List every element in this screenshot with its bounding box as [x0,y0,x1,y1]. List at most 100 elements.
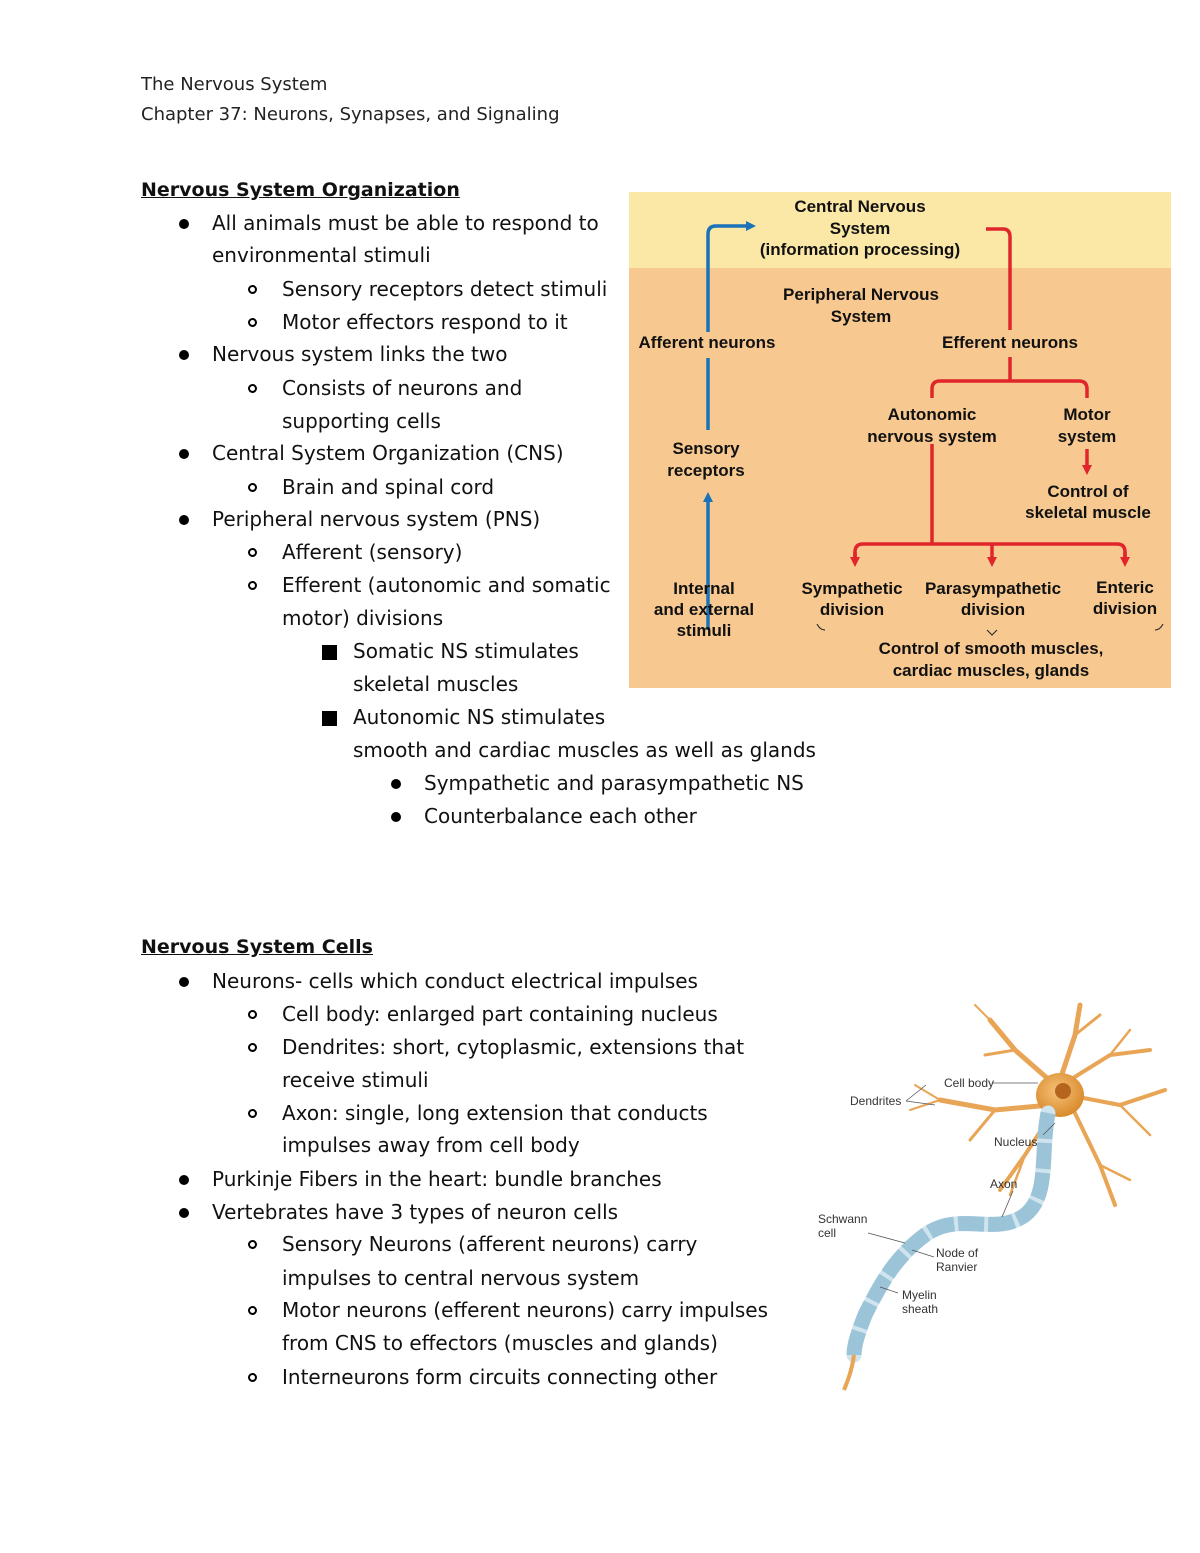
label-leaders [867,1082,1056,1294]
list-item: Nervous system links the two [212,342,508,366]
cns-band [629,192,1171,268]
schwann-cell-label-line2: cell [818,1226,836,1240]
sub-bullet-marker [248,285,257,294]
pns-label-line2: System [831,307,891,326]
pns-label-line1: Peripheral Nervous [783,285,939,304]
autonomic-label-line2: nervous system [867,427,996,446]
sub-bullet-marker [248,1306,257,1315]
list-item: from CNS to effectors (muscles and gland… [282,1331,718,1355]
sub-bullet-marker [248,548,257,557]
bullet-marker [179,350,189,360]
bullet-marker [391,779,401,789]
sub-bullet-marker [248,318,257,327]
list-item: Neurons- cells which conduct electrical … [212,969,698,993]
chapter-title: Chapter 37: Neurons, Synapses, and Signa… [141,104,560,125]
nucleus-label: Nucleus [994,1135,1037,1149]
motor-system-label-line2: system [1058,427,1117,446]
square-bullet-marker [322,711,337,726]
list-item: supporting cells [282,409,441,433]
list-item: Sympathetic and parasympathetic NS [424,771,804,795]
bullet-marker [179,515,189,525]
list-item: Somatic NS stimulates [353,639,579,663]
list-item: Interneurons form circuits connecting ot… [282,1365,718,1389]
list-item: impulses away from cell body [282,1133,580,1157]
axon-label: Axon [990,1177,1017,1191]
nucleus-shape [1055,1083,1071,1099]
section-heading-cells: Nervous System Cells [141,936,373,958]
cns-label-line3: (information processing) [760,240,960,259]
list-item: receive stimuli [282,1068,429,1092]
list-item: Vertebrates have 3 types of neuron cells [212,1200,619,1224]
sub-bullet-marker [248,1109,257,1118]
bullet-marker [179,219,189,229]
bullet-marker [179,977,189,987]
motor-system-label-line1: Motor [1063,405,1111,424]
list-item: motor) divisions [282,606,444,630]
sub-bullet-marker [248,1240,257,1249]
sub-bullet-marker [248,483,257,492]
cns-label-line2: System [830,219,890,238]
list-item: Peripheral nervous system (PNS) [212,507,541,531]
efferent-arrow-upper [986,227,1012,330]
bullet-marker [179,1208,189,1218]
bullet-marker [179,1175,189,1185]
sympathetic-label-line2: division [820,600,884,619]
list-item: All animals must be able to respond to [212,211,599,235]
nervous-system-organization-diagram: Central Nervous System (information proc… [629,192,1171,688]
enteric-label-line1: Enteric [1096,578,1154,597]
list-item: Brain and spinal cord [282,475,495,499]
sub-bullet-marker [248,384,257,393]
list-item: Consists of neurons and [282,376,523,400]
sub-bullet-marker [248,1010,257,1019]
sub-bullet-marker [248,581,257,590]
document-title: The Nervous System [141,74,328,95]
stimuli-label-line3: stimuli [677,621,732,640]
axon-shape [846,1105,1056,1363]
list-item: Sensory Neurons (afferent neurons) carry [282,1232,698,1256]
diagram-background [629,192,1171,688]
control-skeletal-label-line1: Control of [1047,482,1129,501]
sensory-receptors-label-line2: receptors [667,461,744,480]
efferent-split [930,379,1089,398]
node-of-ranvier-label-line1: Node of [936,1246,979,1260]
cell-body-label: Cell body [944,1076,994,1090]
list-item: skeletal muscles [353,672,519,696]
stimuli-label-line2: and external [654,600,754,619]
square-bullet-marker [322,645,337,660]
myelin-segments [846,1111,1056,1356]
list-item: Central System Organization (CNS) [212,441,564,465]
bullet-marker [391,812,401,822]
list-item: Motor effectors respond to it [282,310,568,334]
list-item: Efferent (autonomic and somatic [282,573,611,597]
myelin-sheath-label-line1: Myelin [902,1288,937,1302]
bullet-marker [179,449,189,459]
list-item: impulses to central nervous system [282,1266,640,1290]
bracket-left [816,623,826,631]
stimuli-label-line1: Internal [673,579,734,598]
list-item: environmental stimuli [212,243,431,267]
list-item: Motor neurons (efferent neurons) carry i… [282,1298,769,1322]
list-item: Dendrites: short, cytoplasmic, extension… [282,1035,745,1059]
neuron-illustration: Cell body Dendrites Nucleus Axon Schwann… [818,1002,1167,1391]
autonomic-label-line1: Autonomic [888,405,977,424]
section-heading-organization: Nervous System Organization [141,179,460,201]
control-skeletal-label-line2: skeletal muscle [1025,503,1151,522]
node-of-ranvier-label-line2: Ranvier [936,1260,977,1274]
efferent-neurons-label: Efferent neurons [942,333,1078,352]
control-smooth-label-line2: cardiac muscles, glands [893,661,1090,680]
control-smooth-label-line1: Control of smooth muscles, [879,639,1104,658]
sub-bullet-marker [248,1373,257,1382]
axon-terminal [842,1354,856,1391]
list-item: Axon: single, long extension that conduc… [282,1101,708,1125]
sympathetic-label-line1: Sympathetic [801,579,902,598]
list-item: smooth and cardiac muscles as well as gl… [353,738,816,762]
afferent-arrow-upper [706,221,756,332]
schwann-cell-label-line1: Schwann [818,1212,867,1226]
enteric-label-line2: division [1093,599,1157,618]
list-item: Cell body: enlarged part containing nucl… [282,1002,718,1026]
list-item: Afferent (sensory) [282,540,463,564]
myelin-sheath-label-line2: sheath [902,1302,938,1316]
list-item: Purkinje Fibers in the heart: bundle bra… [212,1167,662,1191]
list-item: Sensory receptors detect stimuli [282,277,608,301]
cns-label-line1: Central Nervous [794,197,925,216]
